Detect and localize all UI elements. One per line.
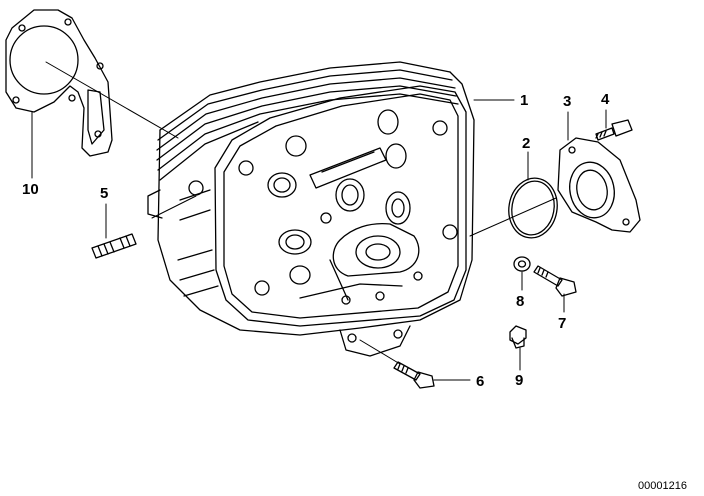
part-10-gasket [5, 9, 113, 157]
part-9-plug [509, 325, 527, 349]
document-number: 00001216 [638, 480, 687, 492]
callout-9: 9 [515, 372, 524, 389]
part-4-screw [595, 119, 633, 141]
callout-6: 6 [476, 373, 485, 390]
callout-1: 1 [520, 92, 529, 109]
callout-7: 7 [558, 315, 567, 332]
part-6-bolt [393, 361, 435, 389]
callout-10: 10 [22, 181, 39, 198]
part-8-washer [513, 256, 531, 272]
part-7-bolt [533, 265, 577, 297]
part-1-cylinder-head [147, 61, 475, 357]
callout-4: 4 [601, 91, 610, 108]
callout-2: 2 [522, 135, 531, 152]
part-5-stud [91, 233, 137, 259]
leader-lines [31, 61, 607, 381]
callout-3: 3 [563, 93, 572, 110]
part-2-o-ring [508, 177, 558, 239]
callout-5: 5 [100, 185, 109, 202]
callout-8: 8 [516, 293, 525, 310]
part-3-flange [557, 137, 641, 233]
